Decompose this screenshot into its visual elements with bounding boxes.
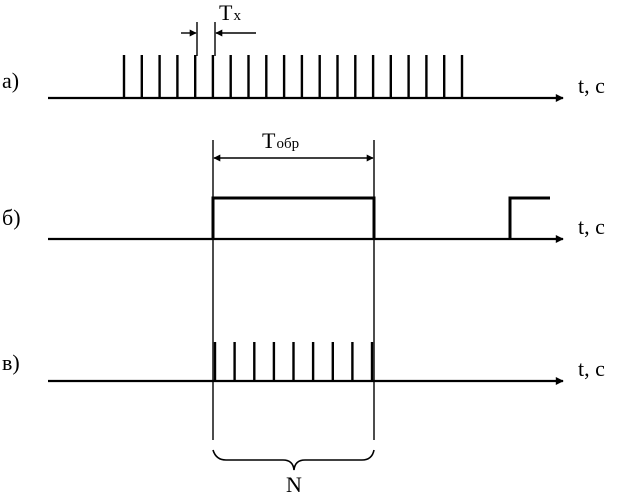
- next-gate-pulse: [508, 196, 550, 239]
- axis-label-a: t, c: [578, 73, 605, 98]
- axis-label-v: t, c: [578, 356, 605, 381]
- pulse-train-v: [213, 342, 374, 381]
- gate-pulse: [211, 196, 376, 239]
- gate-time-label-sub: обр: [276, 136, 299, 152]
- axis-label-b: t, c: [578, 214, 605, 239]
- period-label: Tx: [219, 0, 241, 25]
- row-label-v: в): [2, 350, 20, 375]
- pulse-train-a: [122, 55, 464, 98]
- gate-time-label: Tобр: [262, 128, 299, 153]
- gate-time-label-main: T: [262, 128, 276, 153]
- count-label: N: [286, 472, 302, 495]
- period-label-main: T: [219, 0, 233, 25]
- gate-time-dimension: Tобр: [212, 128, 375, 198]
- period-dimension: Tx: [181, 0, 256, 56]
- row-label-b: б): [2, 205, 21, 230]
- count-brace: [212, 449, 375, 471]
- period-label-sub: x: [233, 8, 241, 24]
- row-label-a: а): [2, 68, 19, 93]
